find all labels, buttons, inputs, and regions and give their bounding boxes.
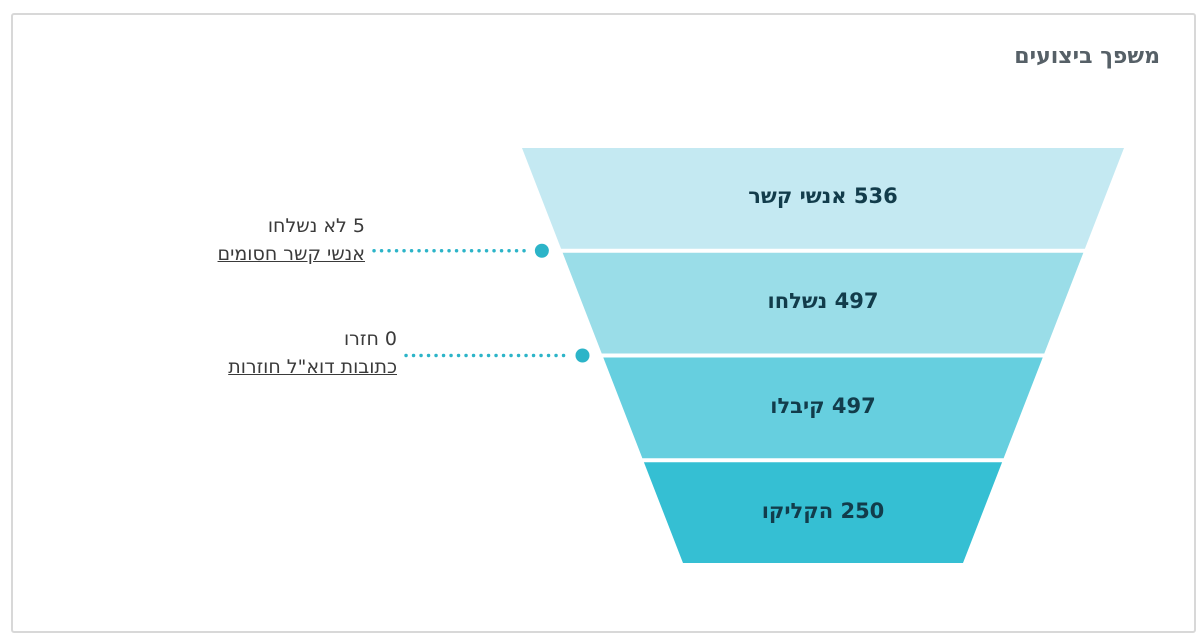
leader-dot-1 bbox=[534, 243, 549, 258]
funnel-segment-4[interactable] bbox=[643, 462, 1003, 563]
chart-title: משפך ביצועים bbox=[1014, 44, 1160, 69]
annotation-not-sent-link-row: אנשי קשר חסומים bbox=[218, 240, 365, 268]
annotation-bounced-value: 0 חזרו bbox=[343, 328, 397, 350]
blocked-contacts-link[interactable]: אנשי קשר חסומים bbox=[217, 243, 365, 265]
annotation-not-sent: 5 לא נשלחו אנשי קשר חסומים bbox=[218, 212, 365, 268]
funnel-segment-1[interactable] bbox=[522, 148, 1124, 249]
leader-dot-2 bbox=[575, 348, 590, 363]
annotation-bounced: 0 חזרו כתובות דוא"ל חוזרות bbox=[228, 325, 397, 381]
funnel-segment-label-1: 536 אנשי קשר bbox=[748, 184, 898, 209]
funnel-segment-3[interactable] bbox=[603, 357, 1043, 459]
funnel-segment-label-3: 497 קיבלו bbox=[770, 393, 876, 418]
annotation-bounced-link-row: כתובות דוא"ל חוזרות bbox=[228, 353, 397, 381]
funnel-segment-label-4: 250 הקליקו bbox=[761, 498, 885, 523]
funnel-segment-2[interactable] bbox=[562, 252, 1084, 354]
funnel-segment-label-2: 497 נשלחו bbox=[767, 289, 879, 314]
bounced-emails-link[interactable]: כתובות דוא"ל חוזרות bbox=[228, 356, 397, 378]
annotation-not-sent-value: 5 לא נשלחו bbox=[267, 215, 365, 237]
